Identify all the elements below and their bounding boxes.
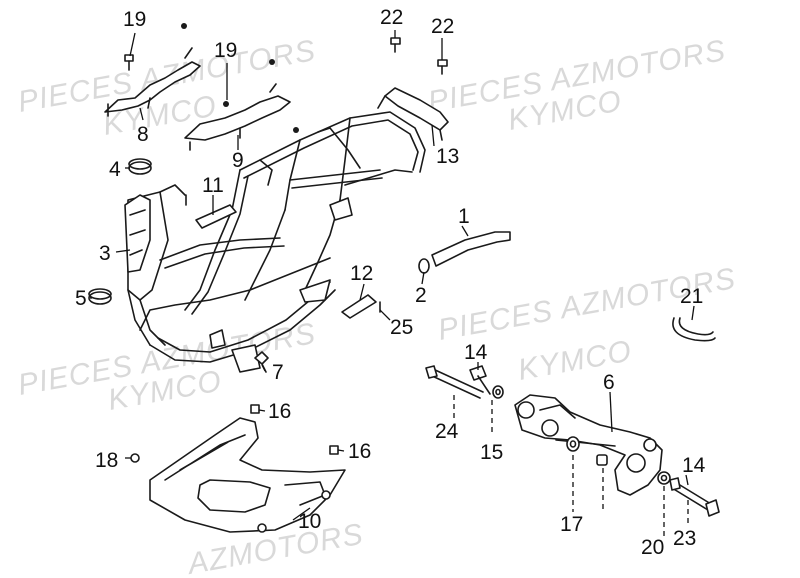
part-4-cap [128, 158, 152, 175]
callout-22: 22 [431, 15, 454, 38]
callout-15: 15 [480, 441, 503, 464]
callout-17: 17 [560, 513, 583, 536]
part-24-bolt [425, 365, 484, 399]
fastener-16b [329, 445, 339, 455]
part-13-bracket [377, 87, 449, 141]
callout-14: 14 [682, 454, 706, 477]
callout-11: 11 [202, 174, 224, 197]
part-14a-bolt [469, 365, 491, 395]
callout-16: 16 [348, 440, 371, 463]
callout-5: 5 [75, 287, 87, 310]
part-2-clamp [418, 258, 430, 274]
part-20-washer [657, 471, 671, 485]
leader-lines [90, 30, 695, 521]
part-15-washer [492, 385, 504, 399]
callout-18: 18 [95, 449, 118, 472]
bolt-19a [124, 54, 134, 71]
part-23-bolt [669, 477, 720, 517]
fastener-misc [257, 490, 331, 533]
watermark-text: KYMCO [515, 334, 634, 386]
callout-3: 3 [99, 242, 111, 265]
callout-14: 14 [464, 341, 488, 364]
callout-2: 2 [415, 284, 427, 307]
callout-19: 19 [123, 8, 146, 31]
callout-13: 13 [436, 145, 459, 168]
callout-8: 8 [137, 123, 149, 146]
callout-4: 4 [109, 158, 121, 181]
callout-1: 1 [458, 205, 470, 228]
part-17-bushing [566, 436, 580, 452]
bolt-22a [390, 37, 401, 53]
callout-10: 10 [298, 510, 321, 533]
part-3-headstock [124, 194, 151, 273]
callout-16: 16 [268, 400, 291, 423]
fastener-18 [130, 453, 140, 463]
part-6-engine-hanger [514, 394, 663, 496]
bolt-22b [437, 59, 448, 75]
callout-24: 24 [435, 420, 459, 443]
callout-22: 22 [380, 6, 403, 29]
part-21-band [672, 317, 716, 342]
callout-23: 23 [673, 527, 696, 550]
callout-25: 25 [390, 316, 413, 339]
callout-9: 9 [232, 149, 244, 172]
watermarks: PIECES AZMOTORS KYMCO PIECES AZMOTORS KY… [15, 34, 738, 578]
callout-20: 20 [641, 536, 664, 559]
callout-21: 21 [680, 285, 703, 308]
part-9-bracket [184, 59, 299, 151]
bushing-small [596, 454, 608, 466]
callout-19: 19 [214, 39, 237, 62]
dashed-leaders [453, 395, 689, 538]
part-1-tube [431, 231, 511, 267]
callout-12: 12 [350, 262, 373, 285]
callout-6: 6 [603, 371, 615, 394]
callout-7: 7 [272, 361, 284, 384]
part-8-bracket [104, 23, 201, 117]
callout-labels: 19 19 22 22 8 9 13 4 11 3 1 12 2 5 25 21… [75, 6, 706, 559]
fastener-16a [250, 404, 260, 414]
part-11-bracket [185, 194, 237, 229]
part-5-cap [88, 288, 112, 305]
part-10-undercover [149, 417, 346, 533]
